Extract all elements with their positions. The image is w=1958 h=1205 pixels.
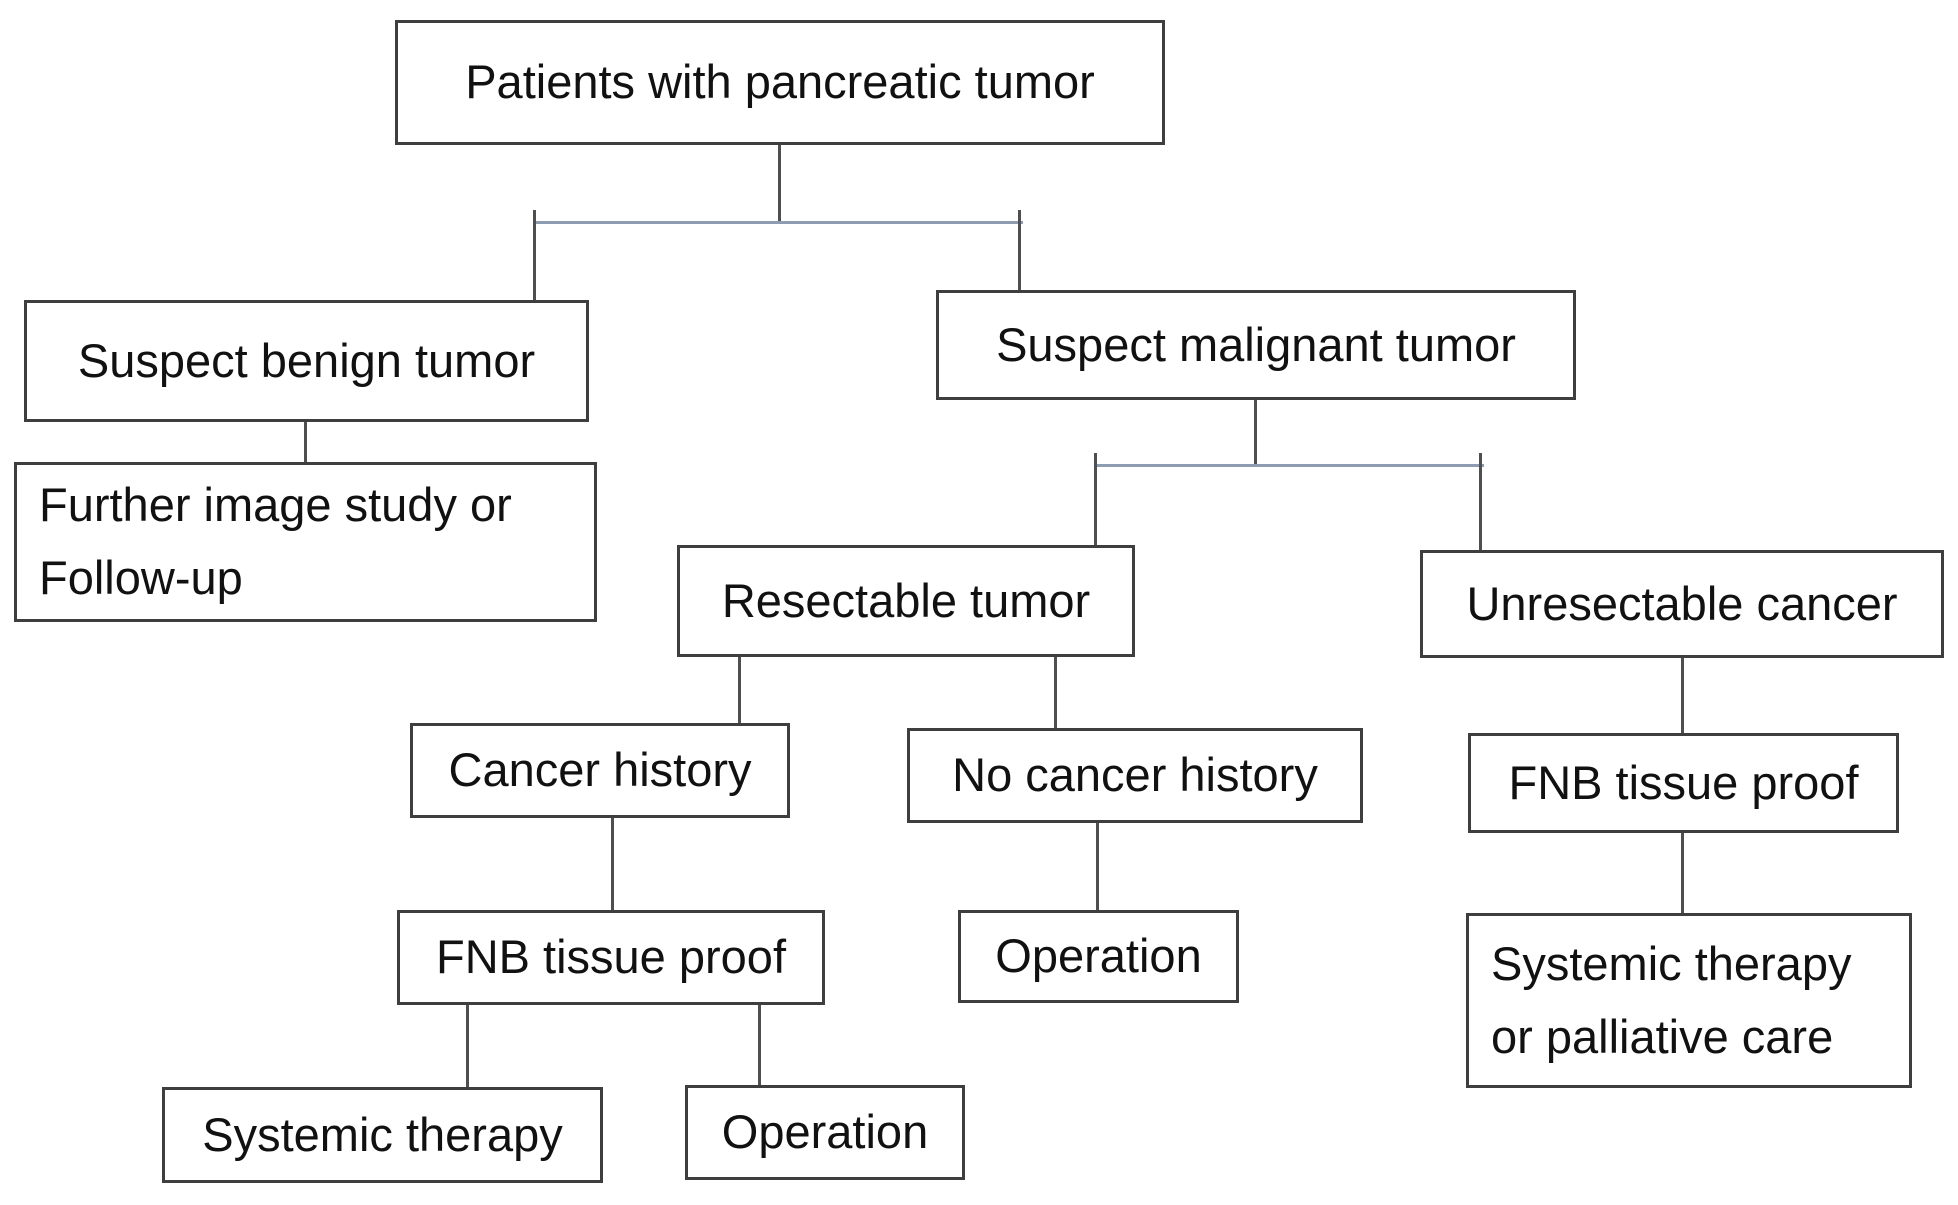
node-fnb-tissue-proof-left: FNB tissue proof [397, 910, 825, 1005]
branch-bar-resectable-unresectable [1096, 464, 1484, 467]
connector-split-to-resectable [1094, 453, 1097, 547]
connector-cancer-history-to-fnb [611, 818, 614, 912]
node-operation-left: Operation [685, 1085, 965, 1180]
connector-split-to-benign [533, 210, 536, 302]
connector-fnb-to-operation [758, 1005, 761, 1087]
connector-patients-to-split [778, 145, 781, 223]
node-no-cancer-history: No cancer history [907, 728, 1363, 823]
branch-bar-benign-malignant [535, 221, 1023, 224]
node-fnb-tissue-proof-right: FNB tissue proof [1468, 733, 1899, 833]
node-operation-middle: Operation [958, 910, 1239, 1003]
connector-no-cancer-history-to-operation [1096, 823, 1099, 912]
connector-resectable-to-no-cancer-history [1054, 657, 1057, 730]
connector-malignant-to-split [1254, 400, 1257, 466]
node-systemic-or-palliative: Systemic therapy or palliative care [1466, 913, 1912, 1088]
node-cancer-history: Cancer history [410, 723, 790, 818]
node-resectable-tumor: Resectable tumor [677, 545, 1135, 657]
connector-fnb-to-systemic-therapy [466, 1005, 469, 1089]
connector-fnb-to-systemic-palliative [1681, 833, 1684, 915]
node-patients-with-pancreatic-tumor: Patients with pancreatic tumor [395, 20, 1165, 145]
node-suspect-malignant-tumor: Suspect malignant tumor [936, 290, 1576, 400]
connector-unresectable-to-fnb [1681, 658, 1684, 735]
node-further-image-study: Further image study or Follow-up [14, 462, 597, 622]
node-suspect-benign-tumor: Suspect benign tumor [24, 300, 589, 422]
connector-split-to-unresectable [1479, 453, 1482, 552]
connector-split-to-malignant [1018, 210, 1021, 292]
connector-benign-to-further [304, 422, 307, 464]
node-unresectable-cancer: Unresectable cancer [1420, 550, 1944, 658]
node-systemic-therapy-left: Systemic therapy [162, 1087, 603, 1183]
connector-resectable-to-cancer-history [738, 657, 741, 725]
